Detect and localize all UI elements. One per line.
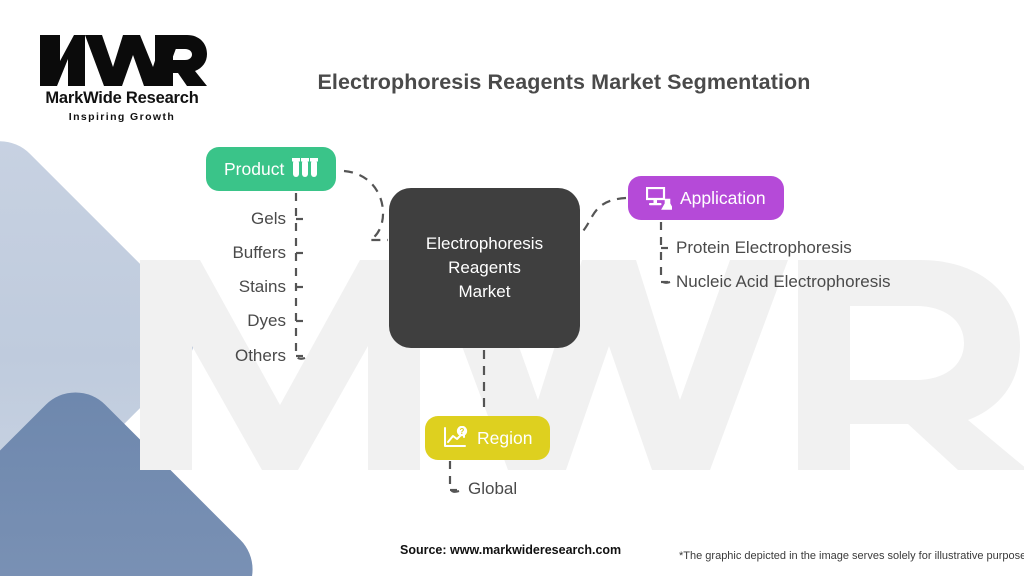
- leaf-product-4: Others: [234, 346, 286, 365]
- page-title: Electrophoresis Reagents Market Segmenta…: [317, 70, 811, 94]
- branch-label-application: Application: [680, 187, 766, 208]
- branch-label-product: Product: [224, 158, 285, 179]
- source-text: Source: www.markwideresearch.com: [400, 543, 622, 557]
- leaf-application-0: Protein Electrophoresis: [676, 238, 852, 257]
- test-tubes-icon: [292, 158, 319, 180]
- wire-region-trunk: [448, 461, 460, 493]
- chart-question-icon: ?: [443, 426, 469, 450]
- deco-rounded-square-light: [0, 123, 213, 549]
- branch-badge-region[interactable]: ? Region: [425, 416, 551, 460]
- brand-name: MarkWide Research: [45, 89, 199, 107]
- svg-text:?: ?: [460, 427, 465, 436]
- branch-badge-product[interactable]: Product: [206, 147, 337, 191]
- wire-product-to-center: [343, 169, 388, 242]
- brand-tagline: Inspiring Growth: [68, 111, 176, 123]
- wire-product-trunk: [294, 193, 306, 360]
- wire-application-trunk: [659, 222, 671, 284]
- center-node: Electrophoresis Reagents Market: [389, 188, 580, 348]
- branch-badge-application[interactable]: Application: [628, 176, 784, 220]
- monitor-flask-icon: [646, 186, 672, 210]
- leaf-product-3: Dyes: [247, 311, 286, 330]
- disclaimer-text: *The graphic depicted in the image serve…: [679, 550, 1024, 562]
- wire-application-to-center: [579, 196, 627, 235]
- leaf-application-1: Nucleic Acid Electrophoresis: [676, 272, 891, 291]
- brand-logo: MarkWide Research Inspiring Growth: [22, 30, 222, 123]
- center-node-label: Electrophoresis Reagents Market: [425, 233, 544, 302]
- mwr-logo-mark: [40, 35, 207, 86]
- leaf-product-2: Stains: [238, 277, 286, 296]
- leaf-product-0: Gels: [251, 209, 286, 228]
- deco-rounded-square-dark: [0, 375, 270, 576]
- leaf-region-0: Global: [468, 479, 518, 498]
- leaf-product-1: Buffers: [232, 243, 286, 262]
- branch-label-region: Region: [477, 427, 533, 448]
